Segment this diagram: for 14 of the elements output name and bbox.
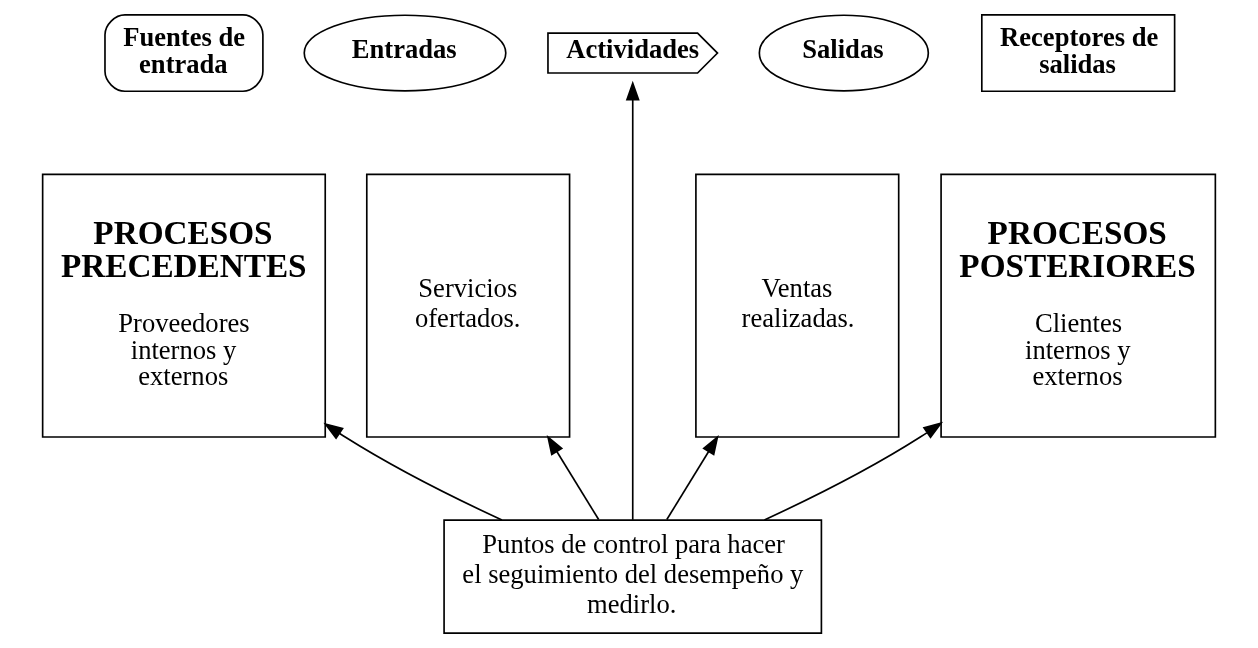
arrow <box>625 80 640 521</box>
arrow <box>763 421 944 521</box>
node-box: PROCESOS POSTERIORES Clientes internos y externos <box>940 173 1217 438</box>
arrow <box>323 422 503 521</box>
node-box: Ventas realizadas. <box>695 173 900 438</box>
node-box: PROCESOS PRECEDENTES Proveedores internos y externos <box>41 173 327 438</box>
node-ellipse: Salidas <box>758 14 930 92</box>
node-box: Servicios ofertados. <box>365 173 571 438</box>
node-box: Fuentes de entrada <box>104 14 264 93</box>
arrow <box>666 435 719 521</box>
node-box: Receptores de salidas <box>980 14 1176 93</box>
arrow <box>546 435 600 521</box>
node-ellipse: Entradas <box>303 14 507 92</box>
node-box: Puntos de control para hacer el seguimiento del desempeño y medirlo. <box>443 519 823 634</box>
